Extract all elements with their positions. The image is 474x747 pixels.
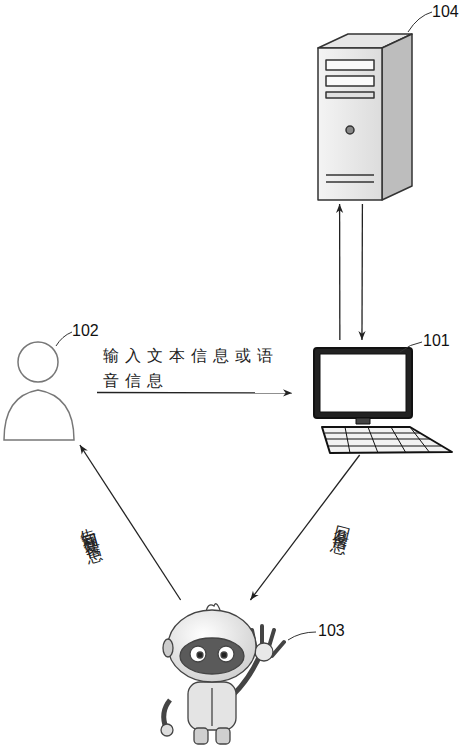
- monitor-screen: [320, 354, 406, 412]
- power-button: [346, 126, 354, 134]
- computer-drawing: [314, 348, 452, 453]
- user-head: [18, 342, 58, 382]
- callout-number: 101: [423, 332, 450, 350]
- robot-ear: [163, 639, 173, 657]
- leader-line: [288, 632, 316, 640]
- robot-eye: [218, 646, 234, 662]
- robot-eye: [190, 646, 206, 662]
- edge-label: 回复信息: [334, 512, 355, 532]
- robot-pupil: [221, 652, 227, 658]
- robot-leg: [194, 728, 208, 744]
- callout-number: 103: [318, 622, 345, 640]
- flow-arrow: [339, 204, 341, 340]
- server-front: [318, 48, 382, 200]
- flow-arrow: [361, 204, 363, 340]
- vent-line: [326, 174, 374, 176]
- robot-drawing: [161, 604, 284, 744]
- server-side: [382, 34, 412, 200]
- robot-leg: [216, 728, 230, 744]
- robot-body: [188, 682, 236, 730]
- user-node: 102: [2, 340, 97, 445]
- user-drawing: [4, 342, 74, 440]
- edge-label: 告知回复信息: [74, 513, 98, 541]
- server-drawing: [318, 34, 412, 200]
- vent-line: [326, 181, 374, 183]
- robot-seam: [211, 688, 212, 726]
- server-node: 104: [300, 22, 420, 204]
- callout-number: 104: [432, 3, 459, 21]
- flow-arrow: [250, 455, 359, 600]
- leader-line: [408, 12, 432, 32]
- robot-palm: [255, 643, 273, 661]
- flow-arrow: [97, 392, 292, 394]
- computer-node: 101: [292, 340, 457, 455]
- robot-head: [168, 610, 256, 682]
- keyboard: [322, 427, 452, 453]
- drive-bay: [326, 92, 374, 98]
- robot-pupil: [197, 652, 203, 658]
- robot-node: 103: [145, 600, 300, 747]
- robot-visor: [180, 638, 244, 674]
- keyboard-keys: [325, 427, 441, 453]
- user-body: [4, 390, 74, 440]
- edge-label: 输入文本信息或语音信息: [103, 343, 285, 393]
- robot-hand: [161, 724, 173, 736]
- drive-bay: [326, 60, 374, 70]
- flow-arrow: [80, 445, 181, 600]
- monitor-stand: [356, 418, 370, 424]
- drive-bay: [326, 76, 374, 86]
- monitor-frame: [314, 348, 412, 418]
- leader-line: [56, 332, 72, 346]
- callout-number: 102: [72, 322, 99, 340]
- leader-line: [400, 342, 422, 352]
